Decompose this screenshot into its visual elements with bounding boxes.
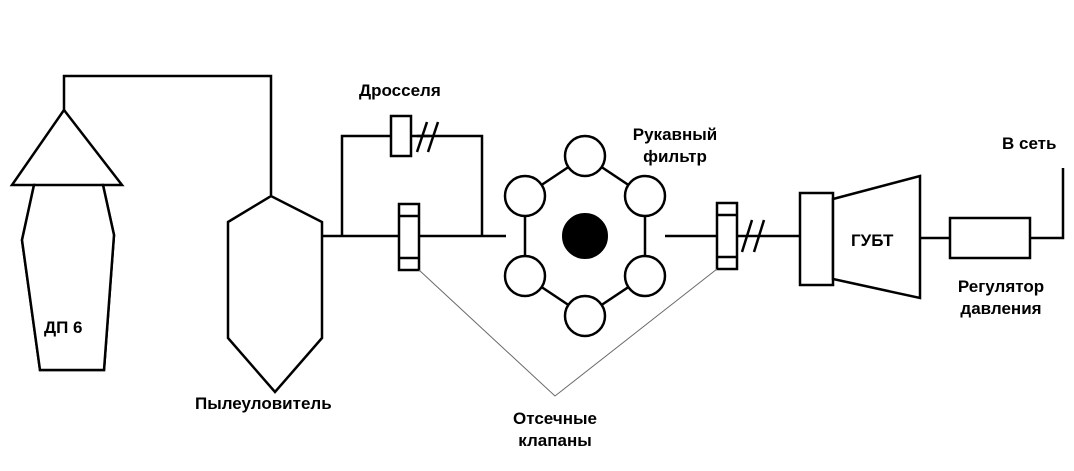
bag-filter xyxy=(503,134,667,338)
bag-filter-label: Рукавный фильтр xyxy=(632,125,718,166)
blast-furnace xyxy=(9,107,125,372)
gubt-body xyxy=(831,174,922,300)
filter-bag-5 xyxy=(503,254,547,298)
throttle-valve xyxy=(389,114,440,158)
gubt-generator xyxy=(798,191,835,287)
shutoff-valves-label: Отсечные клапаны xyxy=(513,409,597,450)
bypass-pipe-left xyxy=(340,134,391,236)
valve-leader-lines xyxy=(418,268,718,397)
throttles-label: Дросселя xyxy=(359,81,441,100)
blast-furnace-label: ДП 6 xyxy=(44,318,83,337)
pipe-furnace-to-dustcatcher xyxy=(62,74,273,195)
dust-catcher-label: Пылеуловитель xyxy=(195,394,332,413)
pressure-regulator-label: Регулятор давления xyxy=(957,277,1045,318)
pressure-regulator xyxy=(948,216,1032,260)
filter-bag-1 xyxy=(563,134,607,178)
filter-bag-2 xyxy=(623,174,667,218)
shutoff-valve-2 xyxy=(715,201,739,271)
throttle-slash-1 xyxy=(415,121,429,153)
throttle-slash-2 xyxy=(426,121,440,153)
pipe-to-network xyxy=(1030,168,1065,240)
throttle-body xyxy=(389,114,413,158)
bypass-pipe-right xyxy=(411,134,484,236)
gubt-label: ГУБТ xyxy=(851,231,894,250)
filter-center xyxy=(562,213,608,259)
blast-furnace-body xyxy=(20,183,116,372)
shutoff-valve-1 xyxy=(397,202,421,272)
to-network-label: В сеть xyxy=(1002,134,1057,153)
filter-bag-4 xyxy=(563,294,607,338)
dust-catcher xyxy=(226,194,324,394)
gubt-turbine xyxy=(798,174,922,300)
throttle-valve-2 xyxy=(737,219,800,253)
filter-bag-6 xyxy=(503,174,547,218)
filter-bag-3 xyxy=(623,254,667,298)
